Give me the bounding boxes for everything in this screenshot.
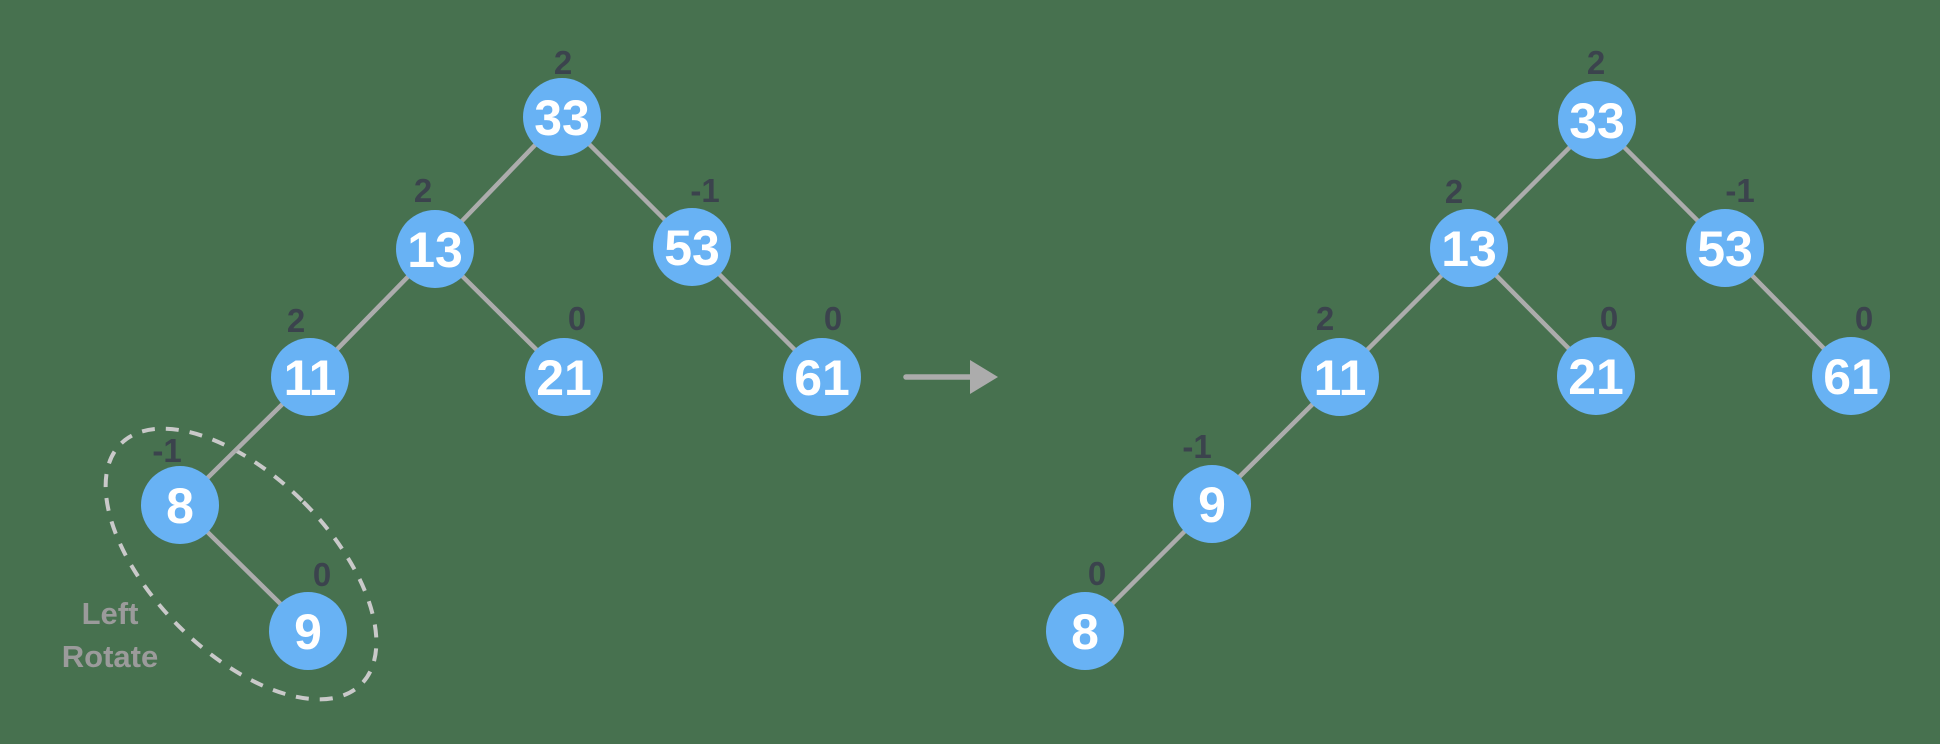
node-circle-61 xyxy=(783,338,861,416)
node-value-11: 11 xyxy=(284,350,337,406)
balance-factor-11: 2 xyxy=(1316,300,1334,337)
balance-factor-8: 0 xyxy=(1088,555,1106,592)
node-circle-53 xyxy=(1686,209,1764,287)
balance-factor-53: -1 xyxy=(1725,172,1754,209)
balance-factor-9: 0 xyxy=(313,556,331,593)
node-circle-33 xyxy=(523,78,601,156)
node-value-13: 13 xyxy=(407,222,463,278)
node-value-11: 11 xyxy=(1314,350,1367,406)
node-value-13: 13 xyxy=(1441,221,1497,277)
node-value-21: 21 xyxy=(536,350,592,406)
node-circle-8 xyxy=(141,466,219,544)
node-value-9: 9 xyxy=(294,604,322,660)
node-value-8: 8 xyxy=(166,478,194,534)
balance-factor-9: -1 xyxy=(1182,428,1211,465)
arrow-head xyxy=(970,360,998,394)
node-value-61: 61 xyxy=(794,350,850,406)
tree-after: 33 2 13 2 53 -1 11 2 21 0 61 0 9 -1 8 0 xyxy=(1046,44,1890,670)
balance-factor-21: 0 xyxy=(1600,300,1618,337)
node-circle-53 xyxy=(653,208,731,286)
balance-factor-53: -1 xyxy=(690,172,719,209)
node-value-33: 33 xyxy=(534,90,590,146)
left-rotate-label-line2: Rotate xyxy=(61,639,159,674)
balance-factor-33: 2 xyxy=(554,44,572,81)
node-value-61: 61 xyxy=(1823,349,1879,405)
balance-factor-8: -1 xyxy=(152,432,181,469)
node-circle-9 xyxy=(1173,465,1251,543)
node-value-53: 53 xyxy=(1697,221,1753,277)
node-circle-13 xyxy=(396,210,474,288)
node-circle-61 xyxy=(1812,337,1890,415)
tree-before: 33 2 13 2 53 -1 11 2 21 0 61 0 8 -1 9 0 xyxy=(103,44,861,702)
node-value-53: 53 xyxy=(664,220,720,276)
node-value-9: 9 xyxy=(1198,477,1226,533)
node-circle-21 xyxy=(1557,337,1635,415)
transition-arrow xyxy=(903,360,998,394)
balance-factor-61: 0 xyxy=(824,300,842,337)
balance-factor-33: 2 xyxy=(1587,44,1605,81)
node-circle-21 xyxy=(525,338,603,416)
balance-factor-21: 0 xyxy=(568,300,586,337)
left-rotate-label-line1: Left xyxy=(81,596,139,631)
node-circle-9 xyxy=(269,592,347,670)
node-value-8: 8 xyxy=(1071,604,1099,660)
balance-factor-13: 2 xyxy=(1445,173,1463,210)
balance-factor-13: 2 xyxy=(414,172,432,209)
node-circle-13 xyxy=(1430,209,1508,287)
node-circle-11 xyxy=(271,338,349,416)
balance-factor-11: 2 xyxy=(287,302,305,339)
rotation-highlight-ellipse xyxy=(103,426,379,702)
node-circle-33 xyxy=(1558,81,1636,159)
node-circle-8 xyxy=(1046,592,1124,670)
balance-factor-61: 0 xyxy=(1855,300,1873,337)
node-circle-11 xyxy=(1301,338,1379,416)
node-value-33: 33 xyxy=(1569,93,1625,149)
left-rotate-label: Left Rotate xyxy=(28,592,192,678)
node-value-21: 21 xyxy=(1568,349,1624,405)
